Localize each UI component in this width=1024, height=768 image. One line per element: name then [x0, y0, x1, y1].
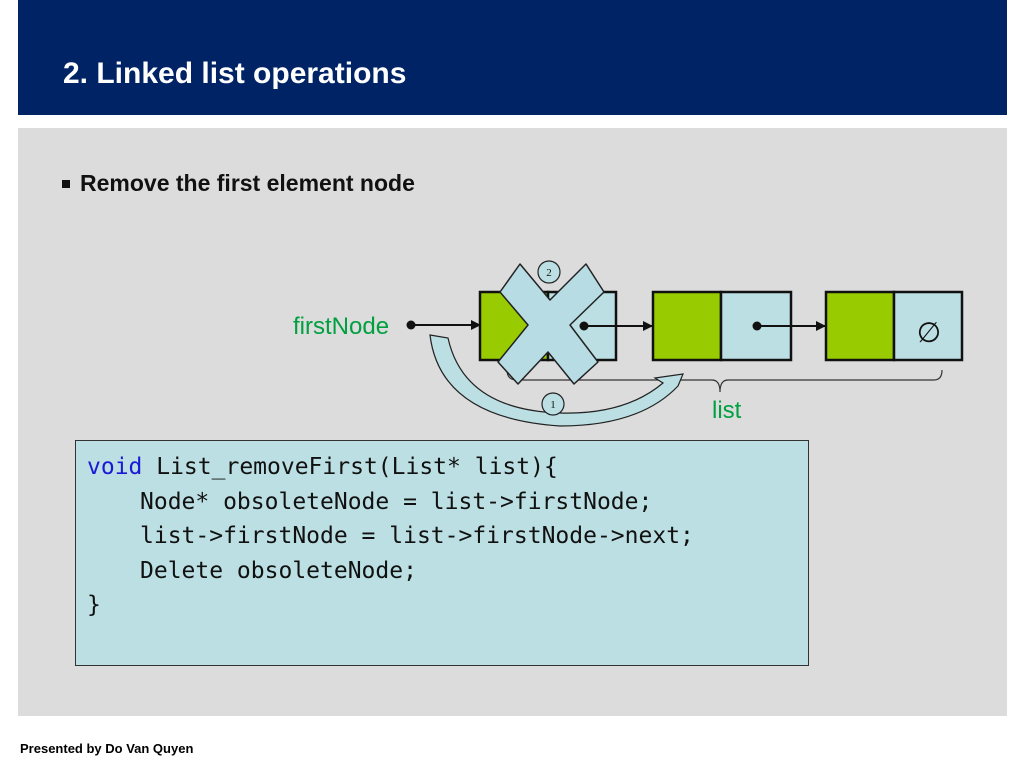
bullet-item: Remove the first element node	[62, 170, 415, 197]
code-line-3: list->firstNode = list->firstNode->next;	[140, 523, 694, 549]
code-line-1-text: List_removeFirst(List* list){	[142, 454, 558, 480]
code-line-1: void List_removeFirst(List* list){	[87, 450, 808, 485]
curved-reassign-arrow	[429, 334, 684, 427]
code-line-5: }	[87, 592, 101, 618]
first-node-label: firstNode	[293, 313, 389, 340]
delete-cross-icon	[497, 263, 605, 385]
step-1-label: 1	[550, 399, 556, 411]
step-1-marker	[541, 392, 565, 416]
code-keyword-void: void	[87, 454, 143, 480]
list-brace	[506, 369, 943, 393]
code-line-2: Node* obsoleteNode = list->firstNode;	[140, 488, 653, 515]
bullet-square-icon	[62, 179, 70, 188]
node-3-data	[824, 290, 896, 362]
slide-header: 2. Linked list operations	[18, 0, 1007, 115]
list-label: list	[712, 397, 742, 424]
step-2-marker	[537, 260, 561, 284]
code-line-4: Delete obsoleteNode;	[140, 557, 417, 584]
null-symbol: ∅	[917, 316, 941, 349]
node-2-data	[651, 290, 723, 362]
slide-title: 2. Linked list operations	[63, 57, 407, 90]
step-2-label: 2	[546, 267, 552, 279]
node-3-pointer	[892, 290, 964, 362]
code-block: void List_removeFirst(List* list){ Node*…	[75, 440, 809, 666]
footer-presenter: Presented by Do Van Quyen	[20, 741, 194, 756]
bullet-text: Remove the first element node	[80, 170, 415, 196]
